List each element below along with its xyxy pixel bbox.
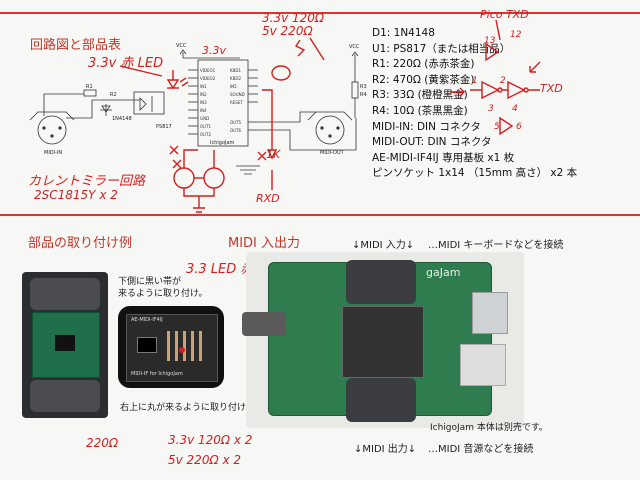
handwritten-bottom-values: 3.3v 120Ω x 2 5v 220Ω x 2	[168, 433, 253, 467]
gate-pin-1: 1	[472, 76, 478, 86]
svg-text:GND: GND	[200, 116, 209, 121]
handwritten-led-note-2: 3.3 LED 赤	[186, 262, 254, 277]
parts-list-item: R4: 10Ω (茶黒黒金)	[372, 104, 468, 117]
midi-connector-bottom	[30, 380, 100, 412]
svg-text:SOUND: SOUND	[230, 92, 245, 97]
parts-list-item: ピンソケット 1x14 （15mm 高さ） x2 本	[372, 167, 578, 180]
middle-rule	[0, 214, 640, 216]
handwritten-voltage-resistor: 3.3v 120Ω 5v 220Ω	[262, 11, 325, 38]
handwritten-current-mirror: カレントミラー回路	[28, 174, 146, 189]
interface-pcb	[342, 306, 424, 378]
zoom-led	[179, 347, 185, 353]
midi-out-arrow-label: ↓MIDI 出力↓	[354, 444, 417, 455]
svg-text:VIDEO1: VIDEO1	[200, 68, 216, 73]
zoom-board-label: AE-MIDI-IF4IJ	[131, 317, 163, 323]
handwritten-1k: 1K	[266, 148, 281, 161]
midi-connector-top	[30, 278, 100, 310]
pcb-zoom-board: AE-MIDI-IF4IJ MIDI-IF for IchigoJam	[126, 314, 218, 382]
top-rule	[0, 12, 640, 14]
midi-in-description: …MIDI キーボードなどを接続	[428, 240, 564, 251]
handwritten-3v3: 3.3v	[202, 44, 227, 57]
ichigojam-chip-label: IchigoJam	[210, 140, 235, 146]
svg-text:KBD2: KBD2	[230, 76, 241, 81]
svg-text:VIDEO2: VIDEO2	[200, 76, 216, 81]
svg-text:OUT1: OUT1	[200, 124, 212, 129]
parts-list-item: R2: 470Ω (黄紫茶金)	[372, 73, 475, 86]
ichigojam-sold-separately-note: IchigoJam 本体は別売です。	[430, 423, 548, 433]
svg-text:OUT5: OUT5	[230, 120, 242, 125]
mounting-title: 部品の取り付け例	[28, 236, 133, 251]
pcb	[32, 312, 100, 378]
pcb-zoom-inset: AE-MIDI-IF4IJ MIDI-IF for IchigoJam	[118, 306, 224, 388]
parts-list-item: D1: 1N4148	[372, 27, 435, 39]
handwritten-pico-txd: Pico TXD	[480, 8, 529, 21]
ichigojam-chip-outline	[197, 59, 249, 147]
handwritten-txd: TXD	[540, 82, 563, 95]
svg-text:OUT6: OUT6	[230, 128, 242, 133]
midi-in-label: MIDI-IN	[44, 150, 63, 156]
usb-connector	[472, 292, 508, 334]
optocoupler-chip	[55, 335, 75, 351]
svg-text:IN1: IN1	[200, 84, 207, 89]
svg-text:KBD1: KBD1	[230, 68, 241, 73]
midi-in-connector	[346, 260, 416, 304]
mounted-board-photo	[22, 272, 108, 418]
mounting-note-bottom: 右上に丸が来るように取り付け。	[120, 403, 255, 413]
u1-label: PS817	[156, 124, 172, 130]
handwritten-rxd: RXD	[256, 192, 280, 205]
gate-pin-5: 5	[494, 122, 500, 132]
r3-label: R3	[360, 84, 367, 90]
gate-pin-2: 2	[500, 76, 506, 86]
zoom-resistors	[167, 331, 207, 361]
r4-label: R4	[360, 92, 367, 98]
mounting-note-top: 下側に黒い帯が 来るように取り付け。	[118, 277, 208, 299]
svg-text:IN4: IN4	[200, 108, 207, 113]
parts-list: D1: 1N4148 U1: PS817（または相当品） R1: 220Ω (赤…	[372, 26, 577, 182]
midi-out-description: …MIDI 音源などを接続	[428, 444, 534, 455]
handwritten-transistor: 2SC1815Y x 2	[34, 188, 118, 202]
svg-text:IN3: IN3	[200, 100, 207, 105]
parts-list-item: R3: 33Ω (橙橙黒金)	[372, 89, 468, 102]
d1-label: 1N4148	[112, 116, 132, 122]
keyboard-header	[460, 344, 506, 386]
svg-text:IN5: IN5	[230, 84, 237, 89]
svg-text:IN2: IN2	[200, 92, 207, 97]
vcc-label-right: VCC	[349, 44, 360, 50]
zoom-chip	[137, 337, 157, 353]
gate-pin-3: 3	[488, 104, 494, 114]
zoom-board-footer: MIDI-IF for IchigoJam	[131, 371, 183, 377]
midi-out-label: MIDI-OUT	[320, 150, 344, 156]
photo-board-label: gaJam	[426, 266, 461, 279]
r1-label: R1	[86, 84, 93, 90]
r2-label: R2	[110, 92, 117, 98]
midi-out-connector	[346, 378, 416, 422]
parts-list-item: R1: 220Ω (赤赤茶金)	[372, 58, 475, 71]
gate-pin-13: 13	[484, 36, 496, 46]
midi-io-photo: gaJam	[242, 252, 524, 428]
schematic-title: 回路図と部品表	[30, 38, 122, 53]
parts-list-item: U1: PS817（または相当品）	[372, 42, 511, 55]
parts-list-item: MIDI-IN: DIN コネクタ	[372, 120, 481, 133]
handwritten-led-note: 3.3v 赤 LED	[88, 56, 164, 71]
svg-text:OUT2: OUT2	[200, 132, 212, 137]
gate-pin-4: 4	[512, 104, 518, 114]
vcc-label-left: VCC	[176, 43, 187, 49]
gate-pin-12: 12	[510, 30, 522, 40]
gate-pin-6: 6	[516, 122, 522, 132]
handwritten-220-ohm: 220Ω	[86, 436, 119, 450]
midi-in-arrow-label: ↓MIDI 入力↓	[352, 240, 415, 251]
video-rca-jack	[242, 312, 286, 336]
parts-list-item: MIDI-OUT: DIN コネクタ	[372, 136, 492, 149]
svg-text:RESET: RESET	[230, 100, 243, 105]
midi-io-title: MIDI 入出力	[228, 236, 301, 251]
parts-list-item: AE-MIDI-IF4IJ 専用基板 x1 枚	[372, 151, 515, 164]
